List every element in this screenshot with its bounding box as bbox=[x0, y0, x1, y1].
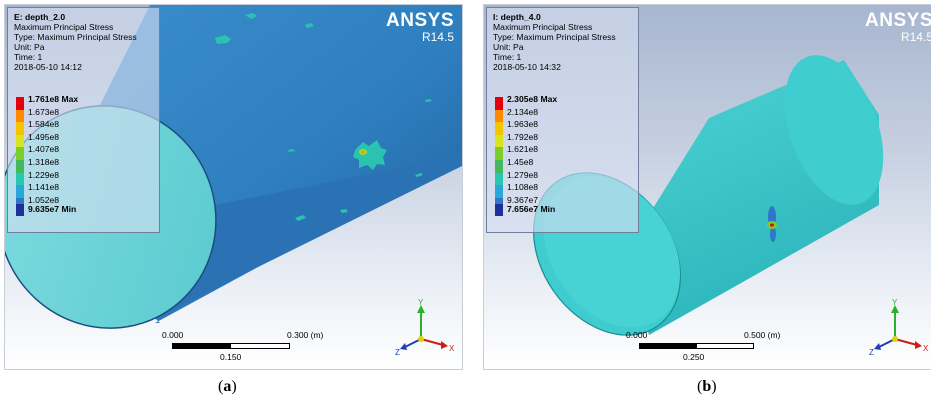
result-info-a: E: depth_2.0 Maximum Principal Stress Ty… bbox=[14, 12, 137, 73]
scalebar-segment bbox=[696, 344, 753, 348]
legend-label: 1.792e8 bbox=[507, 131, 539, 142]
legend-swatch bbox=[495, 147, 503, 160]
legend-swatch bbox=[495, 172, 503, 186]
caption-a: (a) bbox=[218, 378, 237, 396]
legend-label: 1.584e8 bbox=[28, 119, 60, 130]
scalebar-end-a: 0.300 (m) bbox=[287, 330, 324, 340]
triad-x-label: X bbox=[923, 344, 929, 353]
legend-label: 1.141e8 bbox=[28, 182, 60, 193]
legend-swatch bbox=[495, 97, 503, 110]
caption-b: (b) bbox=[697, 378, 717, 396]
triad-z-label: Z bbox=[395, 348, 400, 357]
scalebar-zero-a: 0.000 bbox=[162, 330, 184, 340]
triad-x-label: X bbox=[449, 344, 455, 353]
legend-swatch bbox=[16, 109, 24, 123]
result-unit-b: Unit: Pa bbox=[493, 42, 524, 53]
legend-panel-a: E: depth_2.0 Maximum Principal Stress Ty… bbox=[7, 7, 160, 233]
triad-z-label: Z bbox=[869, 348, 874, 357]
legend-label: 1.108e8 bbox=[507, 182, 539, 193]
result-title-b: I: depth_4.0 bbox=[493, 12, 541, 22]
brand-name: ANSYS bbox=[386, 10, 454, 31]
result-unit-a: Unit: Pa bbox=[14, 42, 45, 53]
legend-label: 1.279e8 bbox=[507, 169, 539, 180]
result-date-b: 2018-05-10 14:32 bbox=[493, 62, 561, 73]
viewport-panel-b[interactable]: I: depth_4.0 Maximum Principal Stress Ty… bbox=[483, 4, 931, 370]
brand-version: R14.5 bbox=[900, 30, 931, 44]
legend-swatch bbox=[16, 147, 24, 160]
result-time-b: Time: 1 bbox=[493, 52, 522, 63]
caption-close: ) bbox=[231, 378, 237, 395]
legend-label: 1.621e8 bbox=[507, 144, 539, 155]
legend-label: 1.673e8 bbox=[28, 106, 60, 117]
caption-close: ) bbox=[711, 378, 717, 395]
legend-swatch bbox=[495, 185, 503, 198]
legend-max-label-a: 1.761e8 Max bbox=[28, 94, 79, 104]
legend-swatch bbox=[16, 172, 24, 186]
caption-letter: a bbox=[223, 378, 232, 395]
legend-swatch bbox=[16, 134, 24, 148]
legend-swatch bbox=[495, 109, 503, 123]
triad-y-label: Y bbox=[418, 298, 424, 307]
cylinder-body-a-lower bbox=[145, 155, 462, 323]
legend-swatch bbox=[495, 134, 503, 148]
stress-spots-b bbox=[767, 206, 777, 242]
result-info-b: I: depth_4.0 Maximum Principal Stress Ty… bbox=[493, 12, 616, 73]
result-title-a: E: depth_2.0 bbox=[14, 12, 66, 22]
legend-max-label-b: 2.305e8 Max bbox=[507, 94, 558, 104]
ansys-logo-a: ANSYS R14.5 bbox=[386, 11, 454, 44]
legend-label: 1.407e8 bbox=[28, 144, 60, 155]
axis-triad-icon-b[interactable]: Y X Z bbox=[869, 297, 929, 357]
legend-swatch bbox=[16, 159, 24, 173]
caption-open: ( bbox=[218, 378, 224, 395]
scalebar-segment bbox=[173, 344, 231, 348]
scalebar-end-b: 0.500 (m) bbox=[744, 330, 781, 340]
caption-letter: b bbox=[702, 378, 712, 395]
legend-swatch bbox=[495, 159, 503, 173]
scalebar-segment bbox=[231, 344, 289, 348]
viewport-panel-a[interactable]: E: depth_2.0 Maximum Principal Stress Ty… bbox=[4, 4, 463, 370]
result-line1-a: Maximum Principal Stress bbox=[14, 22, 114, 33]
caption-open: ( bbox=[697, 378, 703, 395]
stress-spots-a bbox=[215, 13, 432, 221]
scalebar-a bbox=[172, 343, 290, 349]
axis-triad-icon-a[interactable]: Y X Z bbox=[395, 297, 455, 357]
legend-label: 1.229e8 bbox=[28, 169, 60, 180]
legend-swatch bbox=[16, 204, 24, 216]
scalebar-mid-b: 0.250 bbox=[683, 352, 705, 362]
cylinder-far-end-b bbox=[784, 55, 884, 205]
legend-swatch bbox=[495, 122, 503, 135]
legend-min-label-b: 7.656e7 Min bbox=[507, 204, 556, 214]
brand-version: R14.5 bbox=[421, 30, 454, 44]
result-date-a: 2018-05-10 14:12 bbox=[14, 62, 82, 73]
ansys-logo-b: ANSYS R14.5 bbox=[865, 11, 931, 44]
legend-swatch bbox=[495, 204, 503, 216]
legend-swatch bbox=[16, 97, 24, 110]
legend-label: 1.963e8 bbox=[507, 119, 539, 130]
scalebar-zero-b: 0.000 bbox=[626, 330, 648, 340]
legend-label: 9.367e7 bbox=[507, 194, 539, 205]
legend-swatch bbox=[16, 122, 24, 135]
scalebar-segment bbox=[640, 344, 697, 348]
legend-min-label-a: 9.635e7 Min bbox=[28, 204, 77, 214]
result-type-b: Type: Maximum Principal Stress bbox=[493, 32, 616, 43]
scalebar-b bbox=[639, 343, 754, 349]
legend-label: 1.495e8 bbox=[28, 131, 60, 142]
legend-label: 1.052e8 bbox=[28, 194, 60, 205]
result-type-a: Type: Maximum Principal Stress bbox=[14, 32, 137, 43]
triad-y-label: Y bbox=[892, 298, 898, 307]
legend-panel-b: I: depth_4.0 Maximum Principal Stress Ty… bbox=[486, 7, 639, 233]
legend-label: 2.134e8 bbox=[507, 106, 539, 117]
brand-name: ANSYS bbox=[865, 10, 931, 31]
scalebar-mid-a: 0.150 bbox=[220, 352, 242, 362]
legend-label: 1.318e8 bbox=[28, 156, 60, 167]
legend-swatch bbox=[16, 185, 24, 198]
result-line1-b: Maximum Principal Stress bbox=[493, 22, 593, 33]
legend-label: 1.45e8 bbox=[507, 156, 534, 167]
result-time-a: Time: 1 bbox=[14, 52, 43, 63]
